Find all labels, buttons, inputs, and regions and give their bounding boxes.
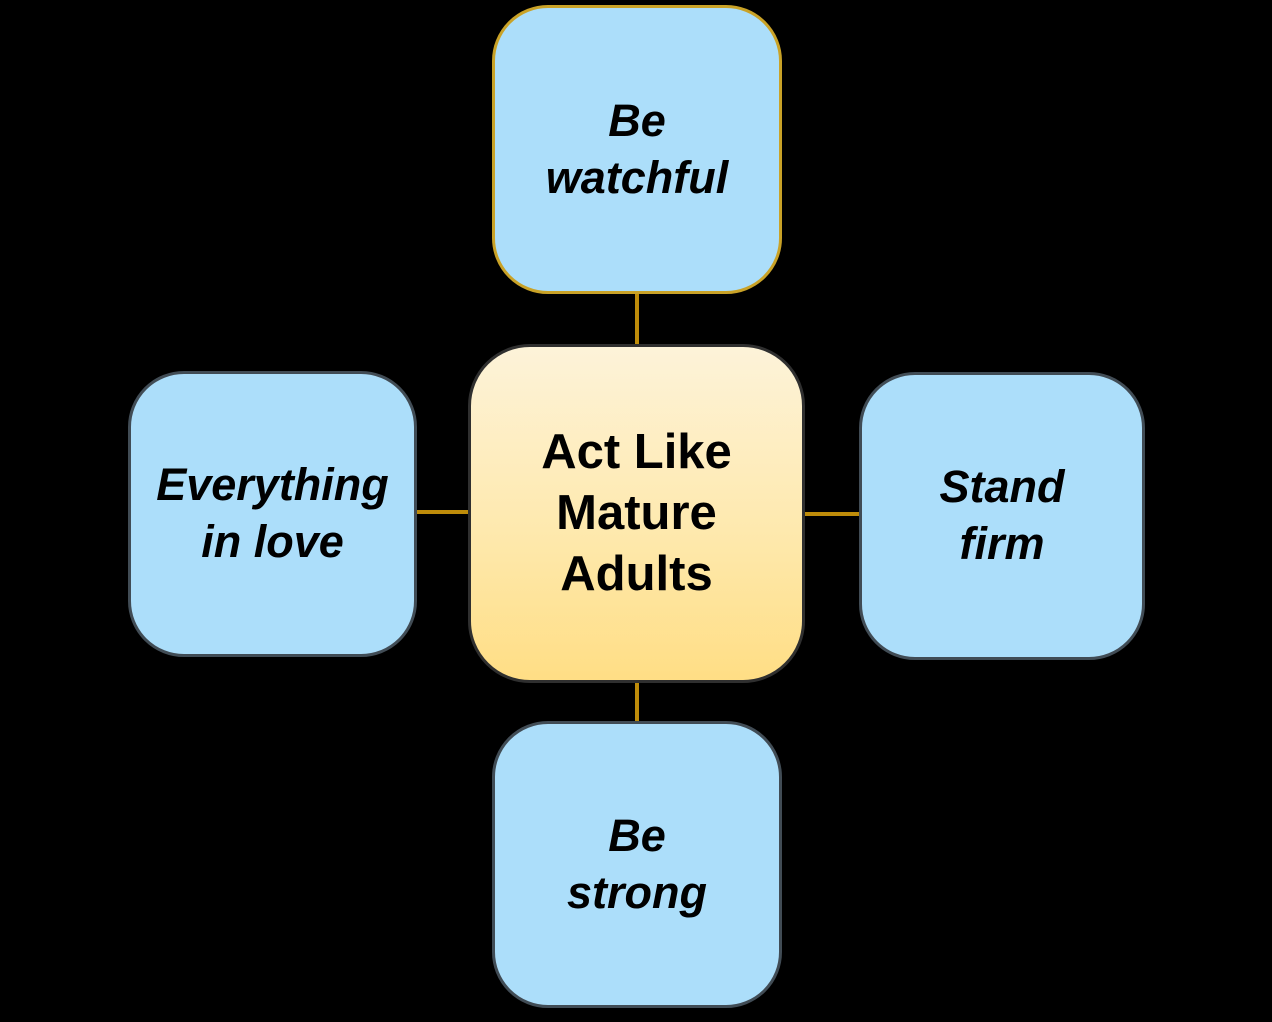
node-be-watchful: Be watchful — [492, 5, 782, 294]
node-label-line: in love — [201, 516, 344, 567]
center-node-label: Act Like Mature Adults — [541, 422, 732, 604]
center-node-label-line: Mature — [556, 486, 717, 541]
connector-right — [803, 512, 861, 516]
center-node-label-line: Adults — [560, 546, 713, 601]
node-label-line: Be — [608, 94, 666, 146]
node-label: Stand firm — [939, 459, 1064, 572]
node-label-line: Be — [608, 809, 666, 861]
connector-left — [415, 510, 470, 514]
node-label-line: firm — [959, 518, 1045, 569]
connector-top — [635, 294, 639, 346]
node-label-line: watchful — [545, 151, 729, 203]
connector-bottom — [635, 681, 639, 723]
center-node-label-line: Act Like — [541, 425, 732, 480]
node-label-line: Everything — [156, 459, 389, 511]
node-be-strong: Be strong — [492, 721, 782, 1008]
node-everything-in-love: Everything in love — [128, 371, 417, 657]
node-act-like-mature-adults: Act Like Mature Adults — [468, 344, 805, 683]
node-stand-firm: Stand firm — [859, 372, 1145, 660]
node-label: Everything in love — [156, 457, 389, 570]
node-label-line: strong — [567, 866, 707, 918]
node-label: Be watchful — [546, 93, 729, 206]
node-label: Be strong — [567, 808, 707, 921]
node-label-line: Stand — [939, 461, 1065, 513]
